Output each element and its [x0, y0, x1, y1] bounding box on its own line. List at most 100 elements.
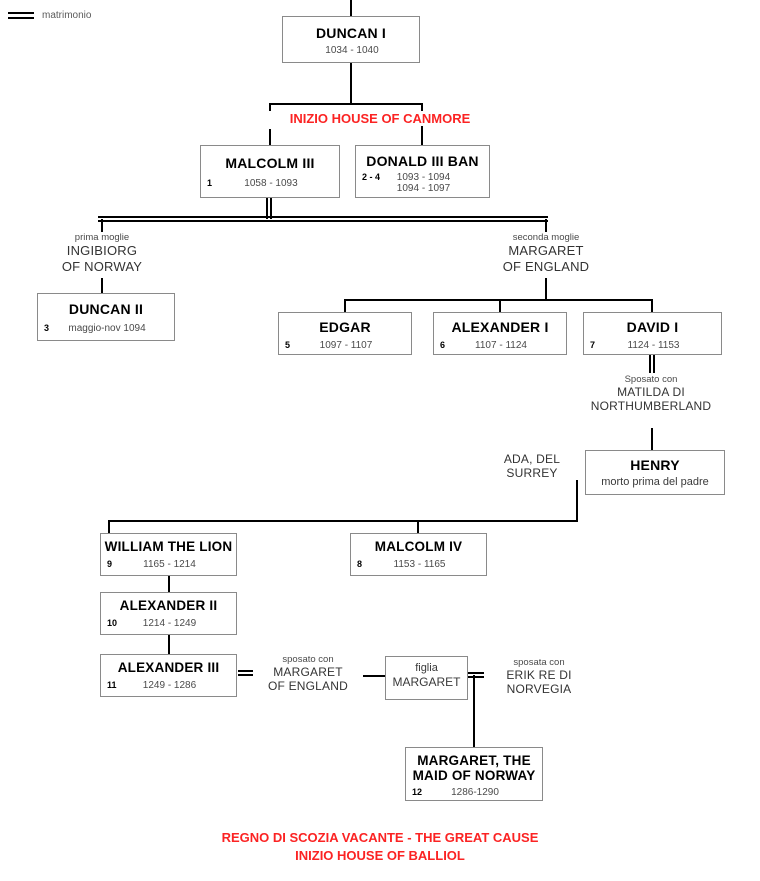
spouse-name-line2: NORTHUMBERLAND [590, 399, 712, 414]
marriage-bar-malcolm3-wives [98, 216, 548, 222]
person-number: 11 [107, 680, 117, 690]
person-dates: 1214 - 1249 [142, 618, 197, 629]
spouse-label-ingibiorg: prima moglie INGIBIORG OF NORWAY [26, 232, 178, 274]
person-number: 3 [44, 323, 50, 333]
person-box-david1[interactable]: DAVID I 7 1124 - 1153 [583, 312, 722, 355]
person-name: WILLIAM THE LION [104, 539, 233, 554]
spouse-caption: prima moglie [74, 232, 130, 243]
person-number: 8 [357, 559, 363, 569]
connector-to-edgar [344, 299, 346, 312]
person-name: DUNCAN II [68, 301, 144, 317]
person-name-line1: MARGARET, THE [417, 753, 531, 768]
spouse-label-margaret-of-england: seconda moglie MARGARET OF ENGLAND [470, 232, 622, 274]
person-dates: 1153 - 1165 [393, 559, 446, 570]
person-name: MALCOLM III [225, 155, 315, 171]
person-name: MALCOLM IV [374, 539, 463, 554]
person-name: DONALD III BAN [366, 153, 479, 169]
person-dates: 1286-1290 [451, 787, 499, 798]
spouse-caption: seconda moglie [512, 232, 580, 243]
person-dates: maggio-nov 1094 [68, 323, 146, 334]
connector-to-malcolm4 [417, 520, 419, 533]
spouse-name-line1: MARGARET [508, 243, 584, 259]
person-number: 10 [107, 618, 118, 628]
spouse-label-ada: ADA, DEL SURREY [477, 452, 587, 481]
person-box-edgar[interactable]: EDGAR 5 1097 - 1107 [278, 312, 412, 355]
connector-margaret-to-figlia [341, 675, 385, 677]
marriage-line-icon [8, 12, 34, 19]
spouse-name-line1: INGIBIORG [66, 243, 138, 259]
person-number: 2 - 4 [362, 172, 381, 182]
person-name: MARGARET [392, 675, 461, 689]
connector-to-william [108, 520, 110, 533]
person-number: 9 [107, 559, 113, 569]
banner-regno-vacante: REGNO DI SCOZIA VACANTE - THE GREAT CAUS… [130, 830, 630, 845]
connector-to-margaret-england [545, 219, 547, 235]
connector-to-malcolm3 [269, 129, 271, 145]
person-number: 12 [412, 787, 423, 797]
person-name-line2: MAID OF NORWAY [412, 768, 536, 783]
person-name: HENRY [630, 457, 680, 473]
connector-duncan1-down [350, 63, 352, 104]
spouse-label-erik: sposata con ERIK RE DI NORVEGIA [484, 657, 594, 697]
spouse-label-matilda: Sposato con MATILDA DI NORTHUMBERLAND [566, 374, 736, 414]
person-box-william-the-lion[interactable]: WILLIAM THE LION 9 1165 - 1214 [100, 533, 237, 576]
connector-william-alexander2 [168, 576, 170, 592]
legend: matrimonio [8, 10, 91, 21]
spouse-name-line2: SURREY [506, 466, 558, 481]
connector-to-malcolm3-stub [269, 103, 271, 116]
person-name: DAVID I [626, 319, 679, 335]
marriage-line-david1-matilda [649, 355, 655, 373]
person-number: 6 [440, 340, 446, 350]
connector-to-alexander1 [499, 299, 501, 312]
spouse-label-margaret-of-england-2: sposato con MARGARET OF ENGLAND [253, 654, 363, 694]
connector-matilda-henry [651, 428, 653, 450]
person-dates: 1124 - 1153 [627, 340, 680, 351]
person-box-duncan2[interactable]: DUNCAN II 3 maggio-nov 1094 [37, 293, 175, 341]
connector-ingibiorg-duncan2 [101, 278, 103, 293]
spouse-name-line2: OF ENGLAND [502, 258, 590, 274]
person-name: ALEXANDER I [451, 319, 549, 335]
connector-sibling-bar-henry-children [108, 520, 578, 522]
person-dates: 1249 - 1286 [142, 680, 197, 691]
person-box-maid-of-norway[interactable]: MARGARET, THE MAID OF NORWAY 12 1286-129… [405, 747, 543, 801]
connector-margaret-down [545, 278, 547, 300]
person-name: DUNCAN I [315, 25, 387, 41]
person-dates: 1093 - 1094 1094 - 1097 [396, 172, 451, 195]
person-note: figlia [415, 662, 438, 674]
spouse-name-line2: NORVEGIA [506, 682, 572, 697]
connector-to-ingibiorg [101, 219, 103, 235]
person-box-alexander1[interactable]: ALEXANDER I 6 1107 - 1124 [433, 312, 567, 355]
spouse-caption: sposata con [513, 657, 565, 668]
person-dates: 1034 - 1040 [325, 45, 379, 56]
connector-above-duncan1 [350, 0, 352, 16]
person-name: ALEXANDER III [117, 660, 220, 675]
legend-label: matrimonio [42, 10, 92, 21]
person-name: ALEXANDER II [119, 598, 218, 613]
spouse-name-line2: OF ENGLAND [267, 679, 348, 694]
marriage-line-figlia-erik [468, 672, 488, 678]
connector-henry-children-down [576, 462, 578, 522]
person-number: 5 [285, 340, 291, 350]
spouse-name-line1: ERIK RE DI [506, 668, 572, 683]
spouse-caption: sposato con [282, 654, 334, 665]
person-box-alexander3[interactable]: ALEXANDER III 11 1249 - 1286 [100, 654, 237, 697]
connector-figlia-to-maid [473, 675, 475, 747]
person-number: 1 [207, 178, 213, 188]
banner-inizio-house-of-balliol: INIZIO HOUSE OF BALLIOL [130, 848, 630, 863]
person-box-figlia-margaret[interactable]: figlia MARGARET [385, 656, 468, 700]
person-dates: 1165 - 1214 [143, 559, 196, 570]
spouse-caption: Sposato con [624, 374, 678, 385]
person-dates: 1097 - 1107 [319, 340, 373, 351]
person-box-malcolm4[interactable]: MALCOLM IV 8 1153 - 1165 [350, 533, 487, 576]
person-box-duncan1[interactable]: DUNCAN I 1034 - 1040 [282, 16, 420, 63]
spouse-name-line1: MATILDA DI [617, 385, 685, 400]
person-box-donald3[interactable]: DONALD III BAN 2 - 4 1093 - 1094 1094 - … [355, 145, 490, 198]
spouse-name-line1: ADA, DEL [503, 452, 561, 466]
person-box-henry[interactable]: HENRY morto prima del padre [585, 450, 725, 495]
banner-inizio-house-of-canmore: INIZIO HOUSE OF CANMORE [180, 111, 580, 126]
connector-sibling-bar-sons [344, 299, 653, 301]
person-box-alexander2[interactable]: ALEXANDER II 10 1214 - 1249 [100, 592, 237, 635]
person-box-malcolm3[interactable]: MALCOLM III 1 1058 - 1093 [200, 145, 340, 198]
spouse-name-line2: OF NORWAY [61, 258, 143, 274]
